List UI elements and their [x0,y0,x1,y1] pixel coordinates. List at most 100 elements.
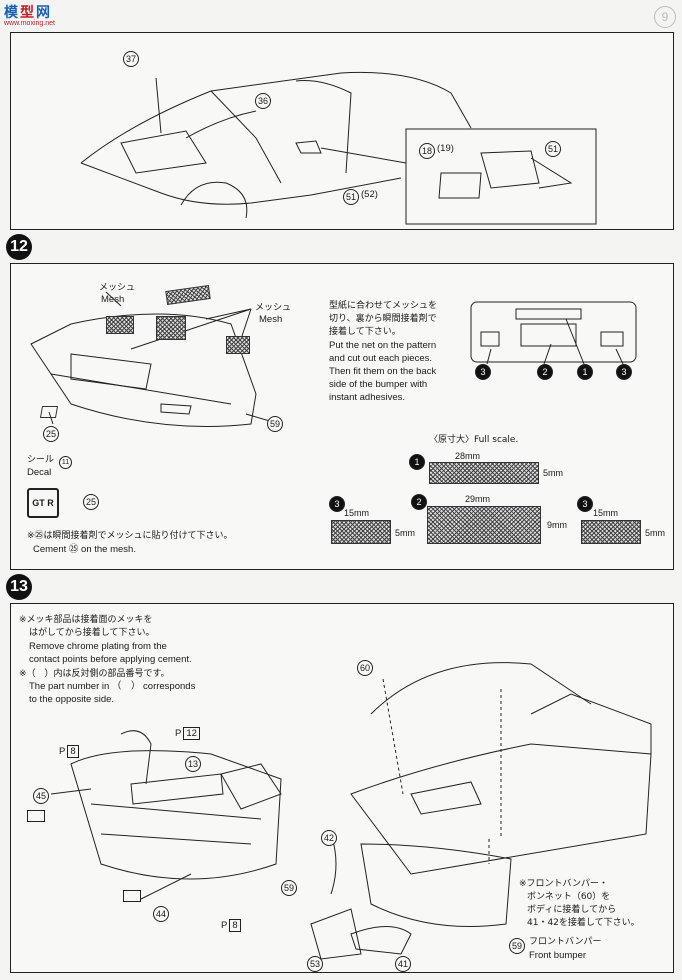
bumper-label-jp: フロントバンパー [529,937,602,947]
part-60-hood: 60 [357,660,373,676]
part-42: 42 [321,830,337,846]
step-12-number: 12 [6,234,32,260]
instruction-en-line-3: Then fit them on the back [329,366,437,377]
part-37: 37 [123,51,139,67]
part-19: 19 [440,143,451,154]
car-body-drawing-top [80,71,597,225]
mesh-piece-3a-width: 15mm [344,508,370,518]
instruction-jp-line-2: 切り、裏から瞬間接着剤で [329,314,437,324]
part-44-piece [123,890,141,902]
part-13: 13 [185,756,201,772]
page-number: 9 [654,6,676,28]
note-line-6: The part number in （ ） corresponds [29,681,196,692]
mesh-pattern-1 [429,462,539,484]
instruction-en-line-4: side of the bumper with [329,379,428,390]
fullscale-label: 〈原寸大〉Full scale. [429,435,519,445]
part-p12: 12 [183,727,200,740]
instruction-jp-line-3: 接着して下さい。 [329,327,401,337]
panel-step-13: ※メッキ部品は接着面のメッキを はがしてから接着して下さい。 Remove ch… [10,603,674,973]
note-line-4: contact points before applying cement. [29,654,192,665]
panel-step-12: メッシュ Mesh メッシュ Mesh 25 59 型紙に合わせてメッシュを 切… [10,263,674,570]
instruction-jp-line-1: 型紙に合わせてメッシュを [329,301,438,311]
part-59-right: 59 [509,938,525,954]
front-note-line-3: ボディに接着してから [527,905,617,915]
grille-piece-25 [39,406,59,418]
site-logo: 模 型 网 [4,2,50,22]
front-note-line-1: ※フロントバンパー・ [519,879,608,889]
part-p8-bottom: 8 [229,919,241,932]
part-51-mirror: 51 [545,141,561,157]
panel-top-step: 37 36 18 (19) 51 51 (52) [10,32,674,230]
instruction-en-line-5: instant adhesives. [329,392,406,403]
bumper-mesh-drawing [30,291,637,427]
mesh-label2-en: Mesh [259,314,283,325]
part-41: 41 [395,956,411,972]
grille-label-3-right: 3 [616,364,632,380]
decal-number: 11 [59,456,72,469]
note-line-2: はがしてから接着して下さい。 [29,628,155,638]
mesh-piece-3b-label: 3 [577,496,593,512]
part-18: 18 [419,143,435,159]
gtr-decal-text: GT R [32,498,54,508]
grille-label-1: 1 [577,364,593,380]
front-note-line-2: ボンネット（60）を [527,892,611,902]
mesh-label-jp: メッシュ [99,283,136,293]
instruction-en-line-1: Put the net on the pattern [329,340,437,351]
part-59-left: 59 [281,880,297,896]
part-36: 36 [255,93,271,109]
decal-label-jp: シール [27,455,55,465]
step-13-number: 13 [6,574,32,600]
mesh-piece-2-label: 2 [411,494,427,510]
bumper-label-en: Front bumper [529,950,587,961]
grille-label-2: 2 [537,364,553,380]
mesh-pattern-3a [331,520,391,544]
logo-char-3: 网 [36,5,50,21]
mesh-pattern-2 [427,506,541,544]
grille-label-3-left: 3 [475,364,491,380]
page-number-text: 9 [661,10,669,24]
mesh-piece-1-height: 5mm [543,468,563,478]
front-note-line-4: 41・42を接着して下さい。 [527,918,640,928]
part-25: 25 [43,426,59,442]
part-45: 45 [33,788,49,804]
mesh-pattern-3b [581,520,641,544]
mesh-piece-1-width: 28mm [455,451,481,461]
part-53: 53 [307,956,323,972]
part-52-paren: (52) [361,189,378,200]
note-line-1: ※メッキ部品は接着面のメッキを [19,615,153,625]
part-59: 59 [267,416,283,432]
decal-label-en: Decal [27,467,52,478]
mesh-piece-2-height: 9mm [547,520,567,530]
mesh-piece-2-width: 29mm [465,494,491,504]
mesh-piece-c [156,316,186,340]
mesh-piece-3a-label: 3 [329,496,345,512]
mesh-piece-3a-height: 5mm [395,528,415,538]
front-assembly-drawing [50,662,652,960]
mesh-label2-jp: メッシュ [255,303,292,313]
note-line-7: to the opposite side. [29,694,115,705]
instruction-en-line-2: and cut out each pieces. [329,353,432,364]
part-45-piece [27,810,45,822]
part-44: 44 [153,906,169,922]
part-p8-top: 8 [67,745,79,758]
note-line-3: Remove chrome plating from the [29,641,167,652]
logo-url: www.moxing.net [4,20,55,27]
note-line-5: ※（ ）内は反対側の部品番号です。 [19,669,170,679]
mesh-piece-3b-width: 15mm [593,508,619,518]
mesh-piece-3b-height: 5mm [645,528,665,538]
logo-char-2: 型 [20,5,34,21]
logo-char-1: 模 [4,5,18,21]
decal-part-25: 25 [83,494,99,510]
gtr-decal: GT R [27,488,59,518]
mesh-label-en: Mesh [101,294,125,305]
part-19-paren: (19) [437,143,454,154]
part-52: 52 [364,189,375,200]
mesh-piece-d [226,336,250,354]
part-51-body: 51 [343,189,359,205]
cement-note-en: Cement ㉕ on the mesh. [33,544,136,555]
cement-note-jp: ※㉕は瞬間接着剤でメッシュに貼り付けて下さい。 [27,531,233,541]
mesh-piece-1-label: 1 [409,454,425,470]
